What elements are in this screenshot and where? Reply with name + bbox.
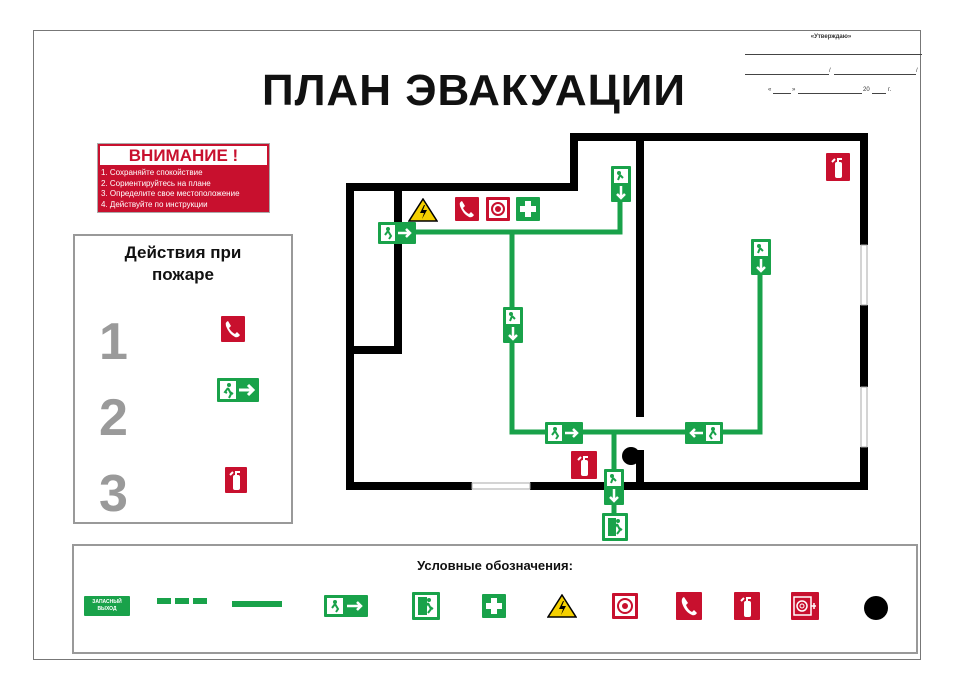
legend-panel: Условные обозначения: bbox=[72, 544, 918, 654]
phone-icon bbox=[221, 316, 245, 342]
step-number: 1 bbox=[99, 313, 128, 371]
walls bbox=[346, 133, 868, 490]
attention-item: 4. Действуйте по инструкции bbox=[101, 199, 208, 209]
running-man-icon bbox=[412, 592, 440, 620]
step-number: 2 bbox=[99, 389, 128, 447]
date-line bbox=[773, 93, 791, 94]
attention-list: 1. Сохраняйте спокойствие 2. Сориентируй… bbox=[98, 167, 269, 212]
page-title: ПЛАН ЭВАКУАЦИИ bbox=[0, 66, 978, 116]
attention-item: 2. Сориентируйтесь на плане bbox=[101, 178, 211, 188]
attention-heading: ВНИМАНИЕ ! bbox=[98, 144, 269, 167]
first-aid-icon bbox=[482, 594, 506, 618]
phone-icon bbox=[676, 592, 702, 620]
approval-block: «Утверждаю» / / « » 20 г. bbox=[740, 30, 922, 100]
exit-arrow-icon bbox=[545, 422, 583, 444]
year-prefix: 20 bbox=[863, 87, 870, 93]
fire-actions-title-line: пожаре bbox=[152, 265, 214, 284]
electric-hazard-icon bbox=[547, 594, 577, 618]
electric-hazard-icon bbox=[408, 198, 438, 222]
exit-down-icon bbox=[503, 307, 523, 343]
exit-down-icon bbox=[611, 166, 631, 202]
slash: / bbox=[916, 68, 918, 74]
step-number: 3 bbox=[99, 465, 128, 523]
page-title-text: ПЛАН ЭВАКУАЦИИ bbox=[261, 66, 687, 115]
date-line bbox=[798, 93, 862, 94]
solid-route-line bbox=[232, 601, 282, 607]
signature-line bbox=[745, 54, 922, 55]
attention-item: 3. Определите свое местоположение bbox=[101, 189, 240, 198]
phone-icon bbox=[455, 197, 479, 221]
fire-actions-title: Действия при пожаре bbox=[75, 242, 291, 286]
windows bbox=[471, 244, 868, 490]
fire-extinguisher-icon bbox=[826, 153, 850, 181]
spare-exit-text: ЗАПАСНЫЙ ВЫХОД bbox=[92, 599, 122, 612]
you-are-here-dot bbox=[864, 596, 888, 620]
fire-extinguisher-icon bbox=[571, 451, 597, 479]
fire-hose-icon bbox=[791, 592, 819, 620]
exit-arrow-icon bbox=[324, 595, 368, 617]
year-suffix: г. bbox=[888, 87, 892, 93]
date-line bbox=[872, 93, 886, 94]
fire-extinguisher-icon bbox=[734, 592, 760, 620]
slash: / bbox=[829, 68, 831, 74]
legend-title: Условные обозначения: bbox=[417, 558, 573, 573]
exit-arrow-left-icon bbox=[685, 422, 723, 444]
spare-exit-sign: ЗАПАСНЫЙ ВЫХОД bbox=[84, 596, 130, 616]
fire-alarm-button-icon bbox=[612, 593, 638, 619]
exit-down-icon bbox=[604, 469, 624, 505]
first-aid-icon bbox=[516, 197, 540, 221]
exit-arrow-icon bbox=[378, 222, 416, 244]
signature-line bbox=[745, 74, 829, 75]
signature-line bbox=[834, 74, 916, 75]
running-man-icon bbox=[602, 513, 628, 541]
exit-arrow-icon bbox=[217, 378, 259, 402]
dashed-route-line bbox=[157, 598, 207, 604]
attention-box: ВНИМАНИЕ ! 1. Сохраняйте спокойствие 2. … bbox=[97, 143, 270, 213]
approval-heading: «Утверждаю» bbox=[810, 34, 852, 40]
you-are-here-dot bbox=[622, 447, 640, 465]
attention-item: 1. Сохраняйте спокойствие bbox=[101, 168, 203, 177]
date-quote: » bbox=[792, 87, 796, 93]
date-quote: « bbox=[768, 87, 772, 93]
fire-actions-title-line: Действия при bbox=[124, 243, 242, 262]
fire-actions-panel: Действия при пожаре 1 2 3 bbox=[73, 234, 293, 524]
exit-down-icon bbox=[751, 239, 771, 275]
fire-alarm-button-icon bbox=[486, 197, 510, 221]
fire-extinguisher-icon bbox=[225, 467, 247, 493]
